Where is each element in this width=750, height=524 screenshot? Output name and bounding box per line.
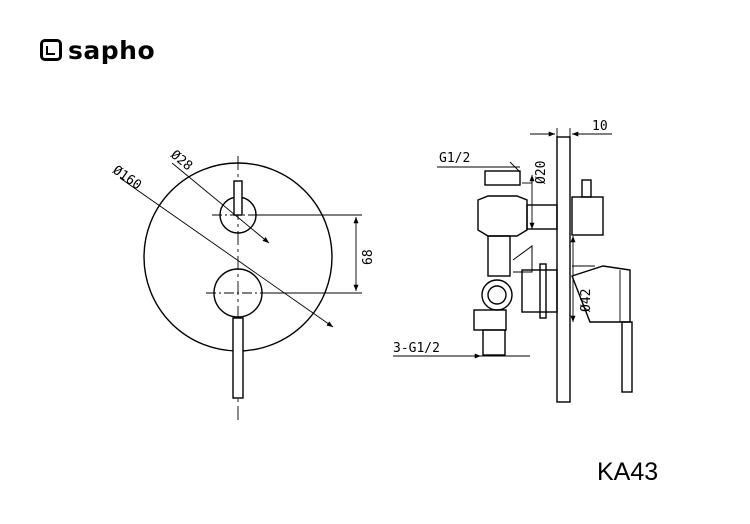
valve-housing xyxy=(477,195,528,237)
valve-body xyxy=(484,170,521,186)
front-view xyxy=(119,156,362,420)
side-upper-handle xyxy=(571,196,604,236)
brand-logo: sapho xyxy=(40,36,155,64)
label-d42: Ø42 xyxy=(579,289,594,312)
lower-body xyxy=(487,235,511,277)
label-d20: Ø20 xyxy=(534,161,549,184)
sapho-logo-icon xyxy=(40,39,62,61)
side-view xyxy=(393,128,633,403)
label-68: 68 xyxy=(361,249,376,265)
product-code: KA43 xyxy=(597,458,659,486)
label-g12: G1/2 xyxy=(439,151,470,166)
outlet-ring xyxy=(481,279,513,311)
label-10: 10 xyxy=(592,119,608,134)
side-cover-plate xyxy=(556,136,571,403)
dimension-d160-line xyxy=(119,177,334,328)
side-lower-lever-rod xyxy=(621,321,633,393)
label-d160: Ø160 xyxy=(110,163,144,193)
label-3g12: 3-G1/2 xyxy=(393,341,440,356)
spindle xyxy=(526,204,558,230)
lower-lever xyxy=(232,317,244,399)
label-d28: Ø28 xyxy=(167,148,195,175)
side-upper-lever xyxy=(581,179,592,198)
side-lower-lever xyxy=(571,265,631,323)
dimension-d28-line xyxy=(171,162,270,244)
upper-lever xyxy=(233,180,243,216)
outlet-pipe xyxy=(482,329,506,356)
brand-name: sapho xyxy=(68,35,156,65)
outlet-fitting xyxy=(473,309,507,331)
